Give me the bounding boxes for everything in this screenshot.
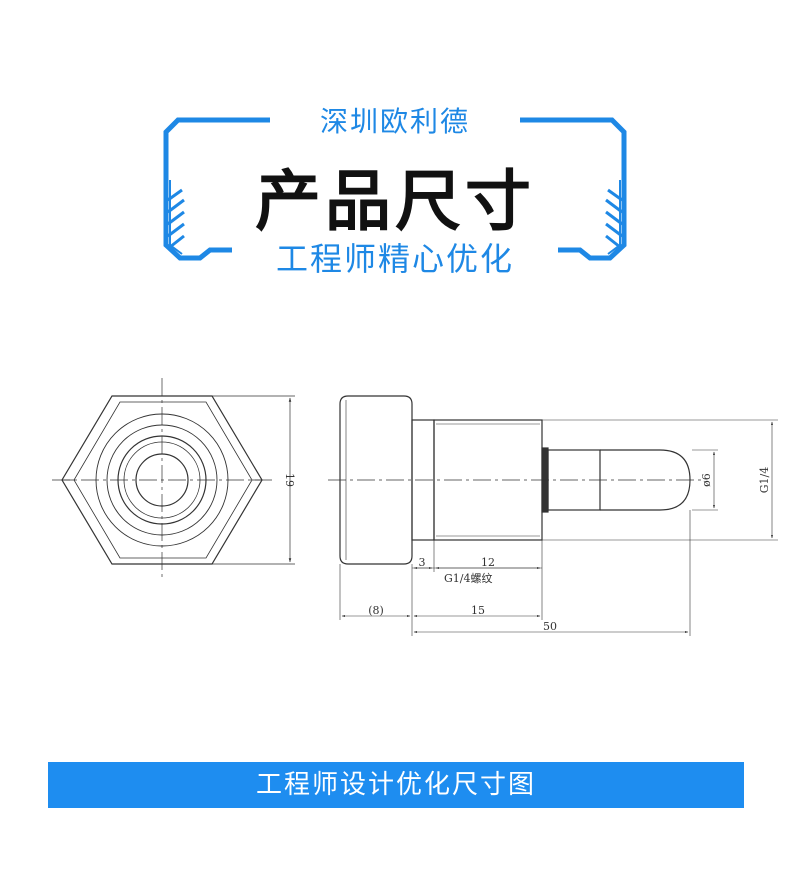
dim-body-length: 15 bbox=[471, 604, 485, 617]
dim-thread-size: G1/4 bbox=[758, 467, 771, 494]
dim-thread-note: G1/4螺纹 bbox=[444, 571, 493, 585]
front-view bbox=[52, 378, 295, 580]
company-name: 深圳欧利德 bbox=[319, 105, 470, 138]
head-outline bbox=[339, 395, 413, 565]
page-title: 产品尺寸 bbox=[255, 163, 535, 240]
technical-drawing: 19 bbox=[52, 378, 778, 636]
footer-caption-bar: 工程师设计优化尺寸图 bbox=[48, 762, 744, 808]
dim-total-length: 50 bbox=[543, 620, 557, 633]
dim-head-width: (8) bbox=[368, 604, 384, 617]
header: 深圳欧利德 产品尺寸 工程师精心优化 bbox=[0, 0, 790, 300]
dim-hex-height: 19 bbox=[283, 473, 296, 487]
slogan: 工程师精心优化 bbox=[275, 240, 514, 278]
dim-flange-gap: 3 bbox=[419, 556, 426, 569]
dim-tip-diameter: ø6 bbox=[700, 473, 713, 487]
side-view bbox=[328, 395, 778, 636]
right-bracket-icon bbox=[520, 117, 627, 261]
left-bracket-icon bbox=[163, 117, 270, 261]
header-frame bbox=[163, 117, 627, 261]
dim-thread-length: 12 bbox=[481, 556, 495, 569]
